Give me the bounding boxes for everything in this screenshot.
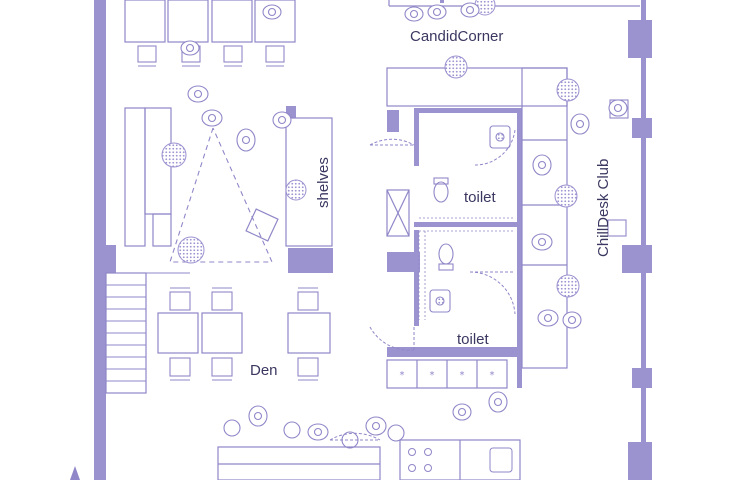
label-chilldesk-club: ChillDesk Club — [595, 159, 612, 257]
label-shelves: shelves — [315, 157, 332, 208]
label-den: Den — [250, 362, 278, 379]
doors — [329, 129, 516, 441]
dashed-triangle — [169, 127, 273, 263]
dotted-circles — [161, 0, 580, 298]
label-toilet-upper: toilet — [464, 189, 497, 206]
people — [180, 2, 628, 441]
svg-text:*: * — [400, 370, 405, 381]
furniture — [105, 0, 640, 480]
chairs — [137, 45, 629, 449]
stove — [408, 447, 513, 473]
tile-strip — [418, 217, 515, 320]
north-arrow-icon — [70, 466, 80, 480]
staircase — [106, 272, 190, 382]
svg-text:*: * — [490, 370, 495, 381]
svg-text:*: * — [460, 370, 465, 381]
walls — [94, 0, 652, 480]
label-toilet-lower: toilet — [457, 331, 490, 348]
svg-text:*: * — [430, 370, 435, 381]
label-candid-corner: CandidCorner — [410, 28, 503, 45]
counter-stars: * * * * — [400, 370, 495, 381]
toilet-fixtures — [429, 125, 511, 313]
